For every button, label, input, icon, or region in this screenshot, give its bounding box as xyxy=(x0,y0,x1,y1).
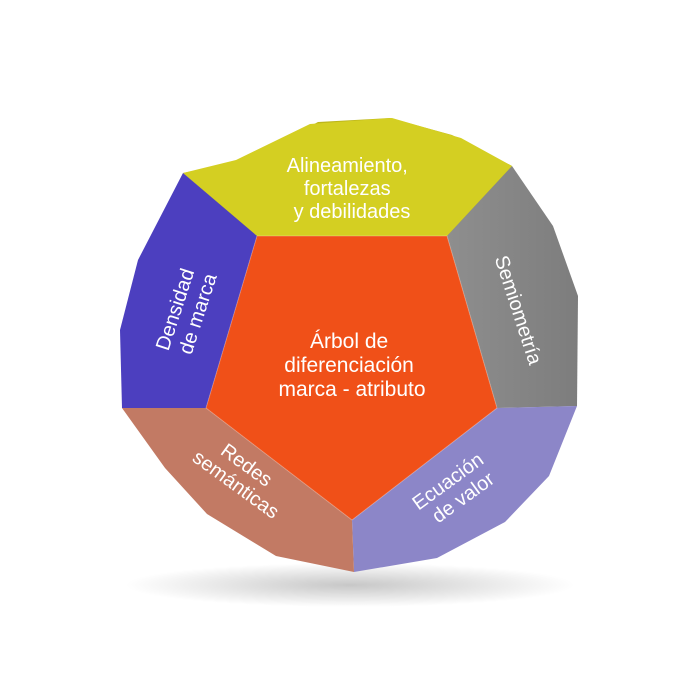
center-line-3: marca - atributo xyxy=(278,378,425,401)
top-face-label: Alineamiento, fortalezas y debilidades xyxy=(287,155,414,223)
face-bottom-right xyxy=(352,406,577,572)
face-edges xyxy=(205,235,498,521)
face-left xyxy=(120,173,257,408)
top-face-line-1: Alineamiento, xyxy=(287,155,408,177)
center-line-2: diferenciación xyxy=(284,354,414,377)
center-line-1: Árbol de xyxy=(310,330,388,353)
face-top xyxy=(183,118,512,236)
ground-shadow xyxy=(125,563,575,607)
center-face-label: Árbol de diferenciación marca - atributo xyxy=(278,330,425,401)
face-center xyxy=(206,236,497,520)
top-face-line-2: fortalezas xyxy=(304,178,391,200)
face-bottom-left xyxy=(122,408,354,572)
top-face-line-3: y debilidades xyxy=(294,201,411,223)
face-right-shade xyxy=(447,166,578,408)
